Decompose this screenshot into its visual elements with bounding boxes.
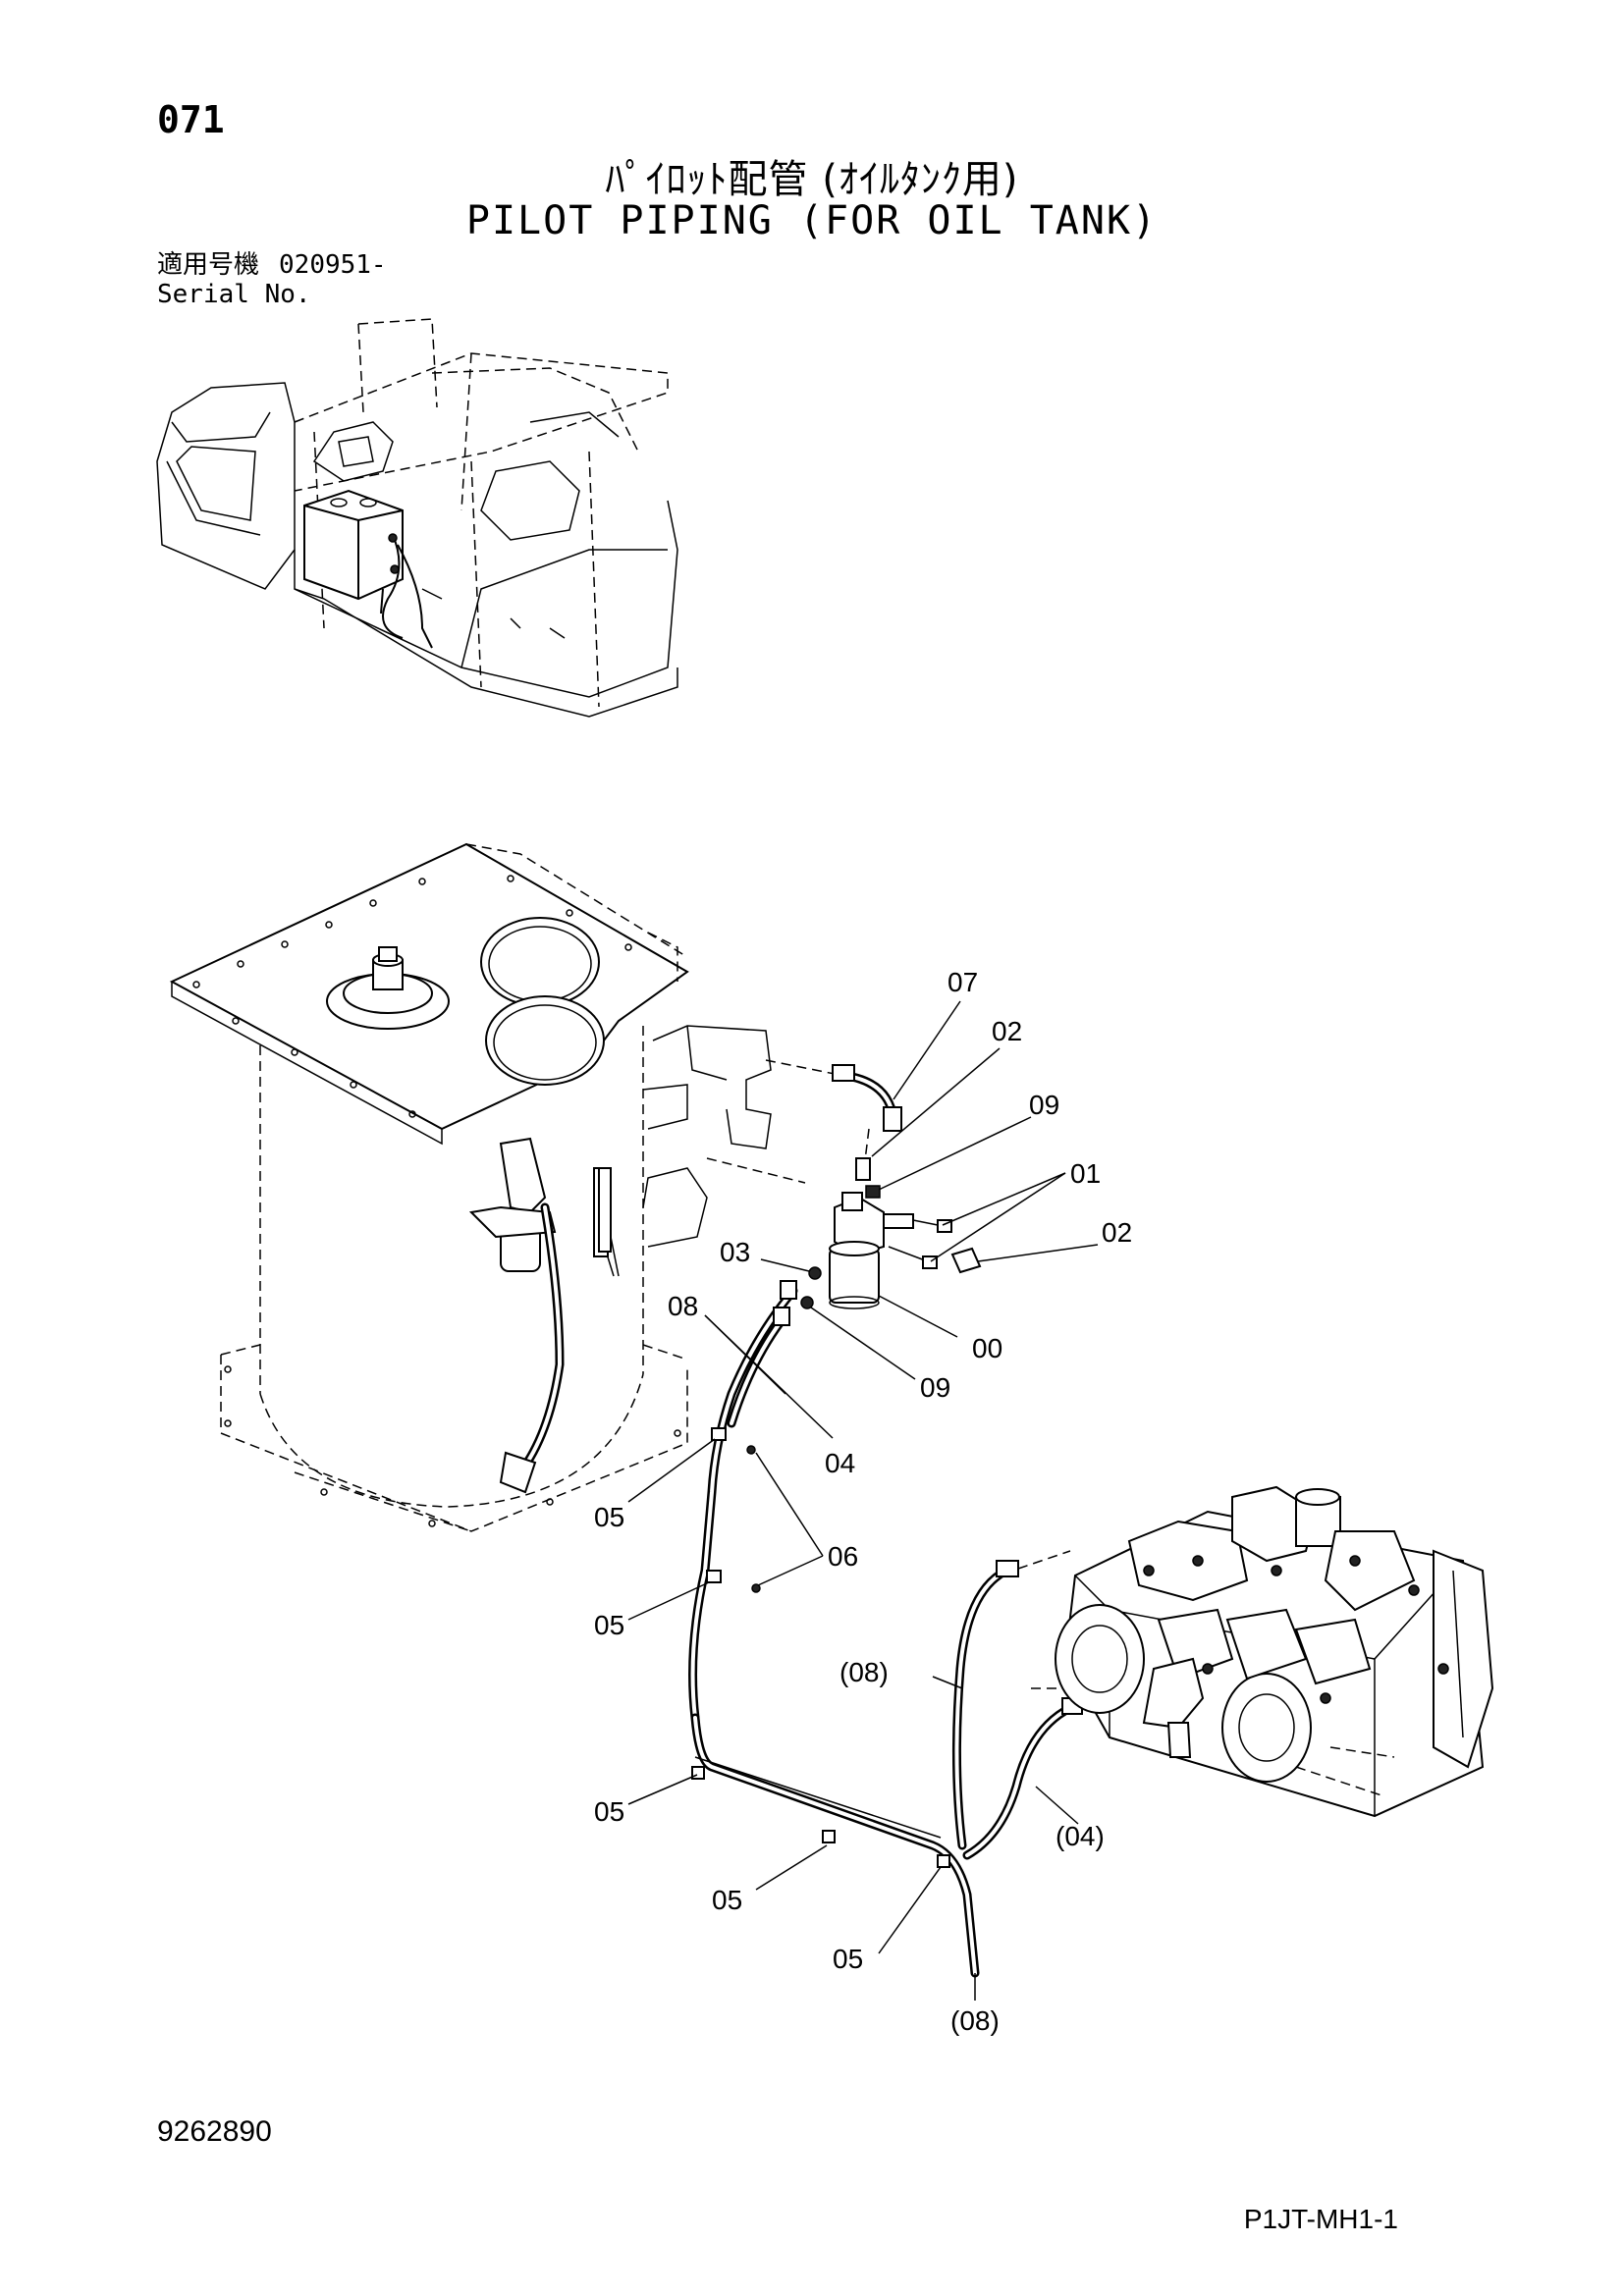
serial-label-en: Serial No.	[157, 280, 311, 309]
callout-04: 04	[825, 1448, 855, 1478]
callout-09-upper: 09	[1029, 1090, 1059, 1120]
callout-labels: 07 02 09 01 02 03 00 08 09 04 05 06 05 (…	[594, 967, 1132, 2036]
callout-08-paren-lower: (08)	[950, 2005, 1000, 2036]
callout-08: 08	[668, 1291, 698, 1321]
hydraulic-pump	[1031, 1485, 1494, 1818]
serial-label-jp: 適用号機	[157, 250, 260, 280]
serial-value: 020951-	[279, 250, 387, 280]
leader-lines	[627, 1000, 1099, 2001]
callout-02-upper: 02	[992, 1016, 1022, 1046]
callout-05-e: 05	[833, 1944, 863, 1974]
callout-05-b: 05	[594, 1610, 624, 1640]
document-number: 9262890	[157, 2115, 272, 2148]
callout-06: 06	[828, 1541, 858, 1572]
callout-09-lower: 09	[920, 1372, 950, 1403]
callout-02-right: 02	[1102, 1217, 1132, 1248]
title-japanese: ﾊﾟｲﾛｯﾄ配管 (ｵｲﾙﾀﾝｸ用)	[605, 157, 1019, 202]
sheet-code: P1JT-MH1-1	[1243, 2204, 1398, 2234]
callout-07: 07	[947, 967, 978, 997]
callout-00: 00	[972, 1333, 1002, 1363]
callout-04-paren: (04)	[1056, 1821, 1105, 1851]
title-english: PILOT PIPING (FOR OIL TANK)	[465, 198, 1159, 243]
plate-bolt-holes	[192, 875, 632, 1118]
page-number: 071	[157, 98, 225, 141]
callout-01: 01	[1070, 1158, 1101, 1189]
serial-block: 適用号機 020951- Serial No.	[157, 250, 387, 309]
callout-03: 03	[720, 1237, 750, 1267]
callout-05-d: 05	[712, 1885, 742, 1915]
clamp-and-pipe-run	[690, 1427, 1125, 1978]
base-bolt-holes	[224, 1365, 681, 1527]
oil-tank	[169, 842, 772, 1532]
callout-05-c: 05	[594, 1796, 624, 1827]
callout-05-a: 05	[594, 1502, 624, 1532]
overview-machine-illustration	[156, 318, 678, 718]
callout-08-paren: (08)	[839, 1657, 889, 1687]
